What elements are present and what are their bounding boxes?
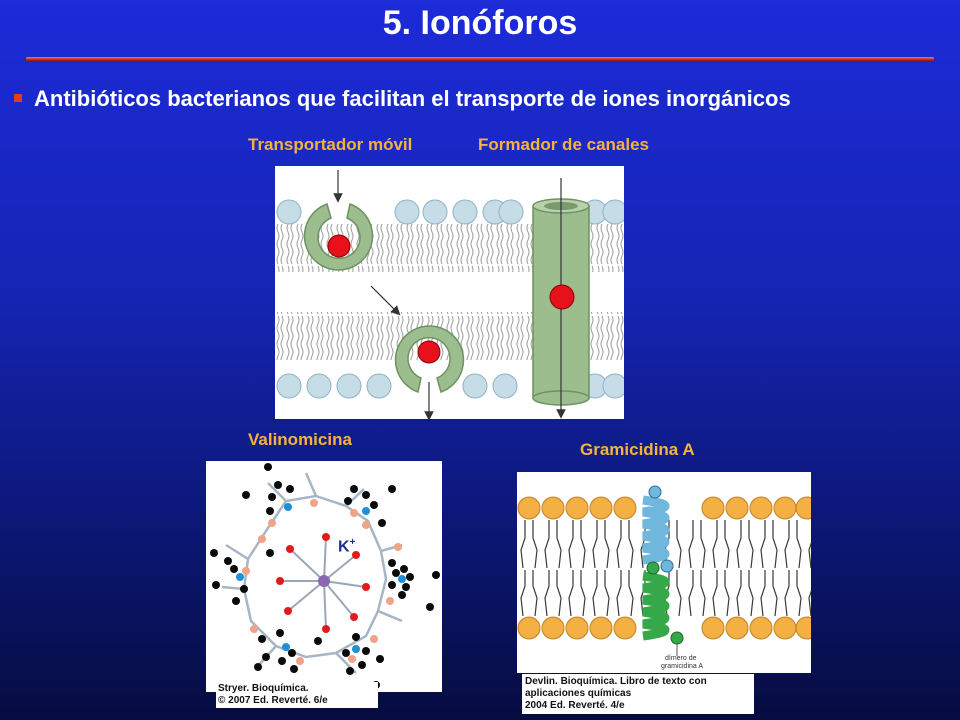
gramicidin-credit-line-3: 2004 Ed. Reverté. 4/e (525, 700, 625, 711)
dimer-label-line-1: dímero de (665, 655, 697, 662)
helix-c-terminus-bottom (670, 631, 684, 645)
potassium-ion (318, 575, 330, 587)
label-gramicidina-a: Gramicidina A (580, 440, 695, 459)
slide-title: 5. Ionóforos (382, 4, 578, 42)
translocation-arrow (370, 285, 401, 316)
oxygen-atoms (276, 533, 370, 633)
valinomycin-credit-line-1: Stryer. Bioquímica. (218, 683, 309, 694)
bullet-item: Antibióticos bacterianos que facilitan e… (14, 86, 791, 112)
gramicidin-lower-heads (517, 616, 819, 640)
ester-oxygens (242, 499, 402, 665)
ion-upper (327, 234, 351, 258)
mobile-carrier-lower (394, 325, 465, 393)
carbon-atoms (210, 463, 440, 689)
gramicidin-figure: dímero de gramicidina A (517, 472, 819, 673)
mobile-carrier-upper (303, 203, 374, 271)
nitrogen-atoms (236, 503, 406, 653)
gramicidin-credit-line-2: aplicaciones químicas (525, 688, 632, 699)
title-rule (26, 57, 934, 62)
valinomycin-credit-line-2: © 2007 Ed. Reverté. 6/e (218, 695, 328, 706)
label-transportador-movil: Transportador móvil (248, 135, 413, 154)
ion-label-k-plus: K+ (338, 537, 356, 556)
valinomycin-ion-bonds (280, 536, 367, 630)
label-formador-de-canales: Formador de canales (478, 135, 650, 154)
helix-n-terminus-green (646, 561, 660, 575)
valinomycin-molecule (210, 463, 440, 689)
gramicidin-credit-line-1: Devlin. Bioquímica. Libro de texto con (525, 676, 707, 687)
valinomycin-credit: Stryer. Bioquímica. © 2007 Ed. Reverté. … (216, 682, 378, 708)
bullet-text: Antibióticos bacterianos que facilitan e… (34, 86, 791, 111)
gramicidin-membrane: dímero de gramicidina A (517, 485, 819, 670)
dimer-label-line-2: gramicidina A (661, 663, 703, 670)
ion-channel (549, 284, 575, 310)
bullet-marker (14, 94, 22, 102)
helix-n-terminus-blue (660, 559, 674, 573)
helix-c-terminus-top (648, 485, 662, 499)
gramicidin-credit: Devlin. Bioquímica. Libro de texto con a… (522, 674, 754, 714)
label-valinomicina: Valinomicina (248, 430, 352, 449)
membrane-diagram (275, 170, 628, 421)
helix-upper-blue (642, 495, 670, 565)
helix-lower-green (642, 571, 670, 641)
ion-lower (417, 340, 441, 364)
lower-lipid-heads (276, 373, 628, 399)
valinomycin-figure (206, 461, 442, 692)
membrane-figure (275, 166, 628, 421)
